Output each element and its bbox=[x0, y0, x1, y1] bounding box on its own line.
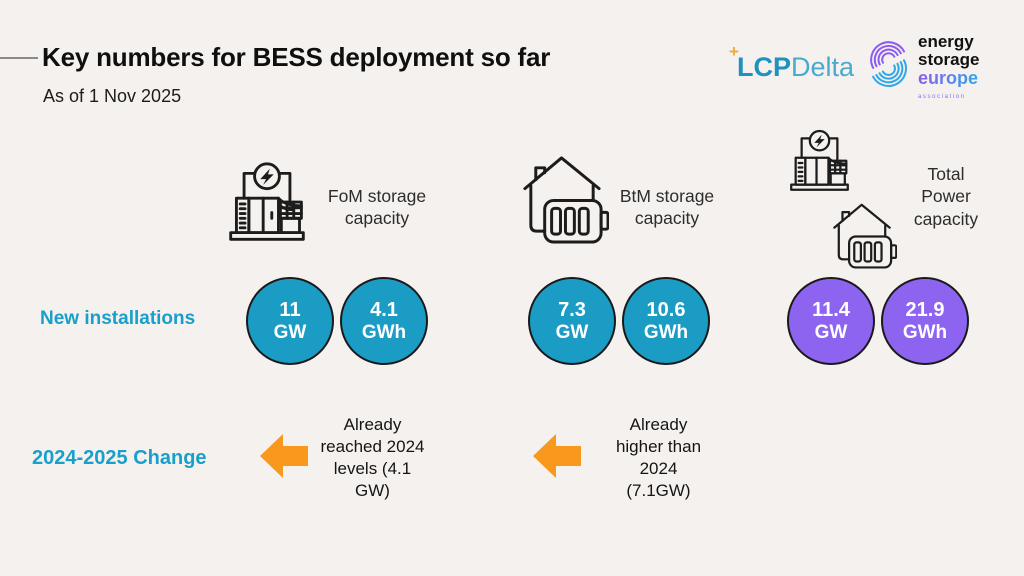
lcp-plus-icon: + bbox=[729, 42, 739, 61]
esea-line-energy: energy bbox=[918, 32, 974, 51]
stat-value: 11 bbox=[279, 298, 301, 321]
stat-circle-total-gwh: 21.9 GWh bbox=[881, 277, 969, 365]
swirl-icon bbox=[870, 41, 907, 87]
stat-value: 4.1 bbox=[370, 298, 398, 321]
row-label-new-installations: New installations bbox=[40, 308, 196, 329]
stat-value: 10.6 bbox=[646, 298, 686, 321]
combined-storage-icon bbox=[786, 128, 901, 274]
decorative-line bbox=[0, 57, 38, 59]
stat-unit: GW bbox=[273, 321, 307, 343]
delta-text: Delta bbox=[791, 52, 855, 82]
slide-subtitle: As of 1 Nov 2025 bbox=[43, 86, 182, 106]
lcp-delta-logo: + LCPDelta bbox=[729, 42, 854, 83]
fom-grid-storage-icon-small bbox=[790, 129, 849, 191]
stat-unit: GWh bbox=[361, 321, 407, 343]
btm-home-battery-icon bbox=[523, 156, 609, 244]
column-label-fom: FoM storage capacity bbox=[327, 186, 427, 229]
page-title: Key numbers for BESS deployment so far bbox=[42, 42, 551, 72]
fom-grid-storage-icon bbox=[229, 162, 305, 241]
left-arrow-icon bbox=[260, 434, 308, 478]
row-label-change: 2024-2025 Change bbox=[32, 447, 207, 469]
stat-value: 11.4 bbox=[812, 298, 850, 321]
stat-circle-btm-gw: 7.3 GW bbox=[528, 277, 616, 365]
lcp-text: LCP bbox=[737, 52, 791, 82]
btm-home-battery-icon-small bbox=[833, 203, 897, 269]
change-note-btm: Already higher than 2024 (7.1GW) bbox=[615, 415, 702, 501]
esea-line-europe: europe bbox=[918, 68, 979, 88]
stat-unit: GW bbox=[814, 321, 848, 343]
stat-unit: GWh bbox=[902, 321, 948, 343]
stat-circle-fom-gwh: 4.1 GWh bbox=[340, 277, 428, 365]
stat-circle-btm-gwh: 10.6 GWh bbox=[622, 277, 710, 365]
stat-circle-total-gw: 11.4 GW bbox=[787, 277, 875, 365]
column-label-total: Total Power capacity bbox=[913, 164, 979, 229]
esea-line-storage: storage bbox=[918, 50, 980, 69]
energy-storage-europe-logo: energy storage europe association bbox=[866, 33, 979, 106]
stat-circle-fom-gw: 11 GW bbox=[246, 277, 334, 365]
esea-line-association: association bbox=[918, 94, 966, 100]
lcp-delta-wordmark: LCPDelta bbox=[737, 52, 854, 83]
change-note-fom: Already reached 2024 levels (4.1 GW) bbox=[320, 415, 425, 501]
stat-unit: GWh bbox=[643, 321, 689, 343]
left-arrow-icon bbox=[533, 434, 581, 478]
column-label-btm: BtM storage capacity bbox=[619, 186, 715, 229]
esea-wordmark: energy storage europe association bbox=[918, 33, 979, 106]
stat-value: 21.9 bbox=[905, 298, 945, 321]
stat-unit: GW bbox=[555, 321, 589, 343]
stat-value: 7.3 bbox=[558, 298, 586, 321]
